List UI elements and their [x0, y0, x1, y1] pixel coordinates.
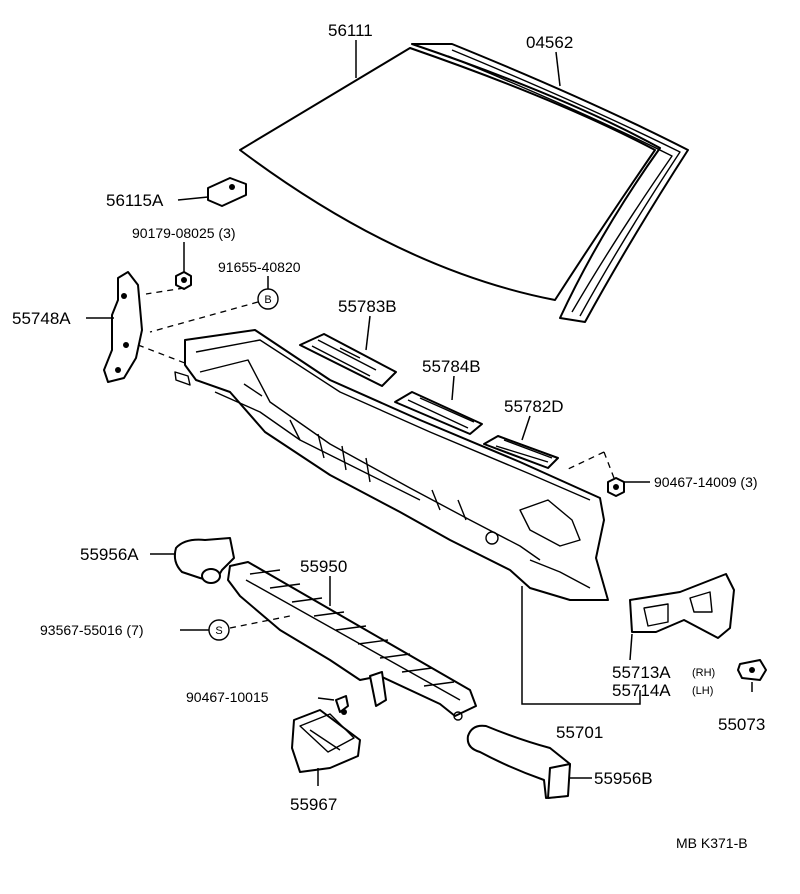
label-56115A: 56115A — [106, 191, 164, 210]
label-90179-08025: 90179-08025 (3) — [132, 225, 236, 241]
windshield-glass — [239, 47, 656, 301]
label-55967: 55967 — [290, 795, 337, 814]
cowl-side-extension — [629, 573, 735, 639]
label-55956A: 55956A — [80, 545, 139, 564]
cowl-pad-55783B — [299, 333, 397, 387]
windshield-molding — [411, 43, 689, 323]
cowl-louver — [227, 561, 477, 721]
label-55714A-side: (LH) — [692, 685, 713, 697]
label-55713A-side: (RH) — [692, 667, 715, 679]
label-55701: 55701 — [556, 723, 603, 742]
footer-code: MB K371-B — [676, 835, 748, 851]
label-55956B: 55956B — [594, 769, 653, 788]
leader-lines — [86, 40, 753, 786]
label-55713A: 55713A — [612, 663, 671, 682]
label-90467-14009: 90467-14009 (3) — [654, 474, 758, 490]
label-55784B: 55784B — [422, 357, 481, 376]
cowl-top-panel — [174, 329, 609, 601]
duct-55956B — [466, 724, 571, 799]
duct-55956A — [173, 537, 235, 584]
label-55950: 55950 — [300, 557, 347, 576]
label-56111: 56111 — [328, 21, 373, 40]
marker-s-letter: S — [215, 625, 222, 637]
marker-b-letter: B — [264, 294, 271, 306]
label-55783B: 55783B — [338, 297, 397, 316]
screw-clip — [335, 695, 349, 715]
label-93567-55016: 93567-55016 (7) — [40, 622, 144, 638]
label-90467-10015: 90467-10015 — [186, 689, 269, 705]
cowl-pad-55782D — [483, 435, 559, 469]
glass-retainer — [207, 177, 247, 207]
clip-nut — [607, 477, 625, 497]
label-55073: 55073 — [718, 715, 765, 734]
clip-b-marker: B — [257, 288, 279, 310]
label-55714A: 55714A — [612, 681, 671, 700]
hood-clip — [737, 659, 767, 681]
label-91655-40820: 91655-40820 — [218, 259, 301, 275]
nut — [175, 271, 192, 290]
label-04562: 04562 — [526, 33, 573, 52]
clip-s-marker: S — [208, 619, 230, 641]
defroster-nozzle — [291, 709, 361, 773]
cowl-pad-55784B — [394, 391, 483, 435]
cowl-side-bracket — [103, 271, 143, 383]
label-55748A: 55748A — [12, 309, 71, 328]
label-55782D: 55782D — [504, 397, 564, 416]
